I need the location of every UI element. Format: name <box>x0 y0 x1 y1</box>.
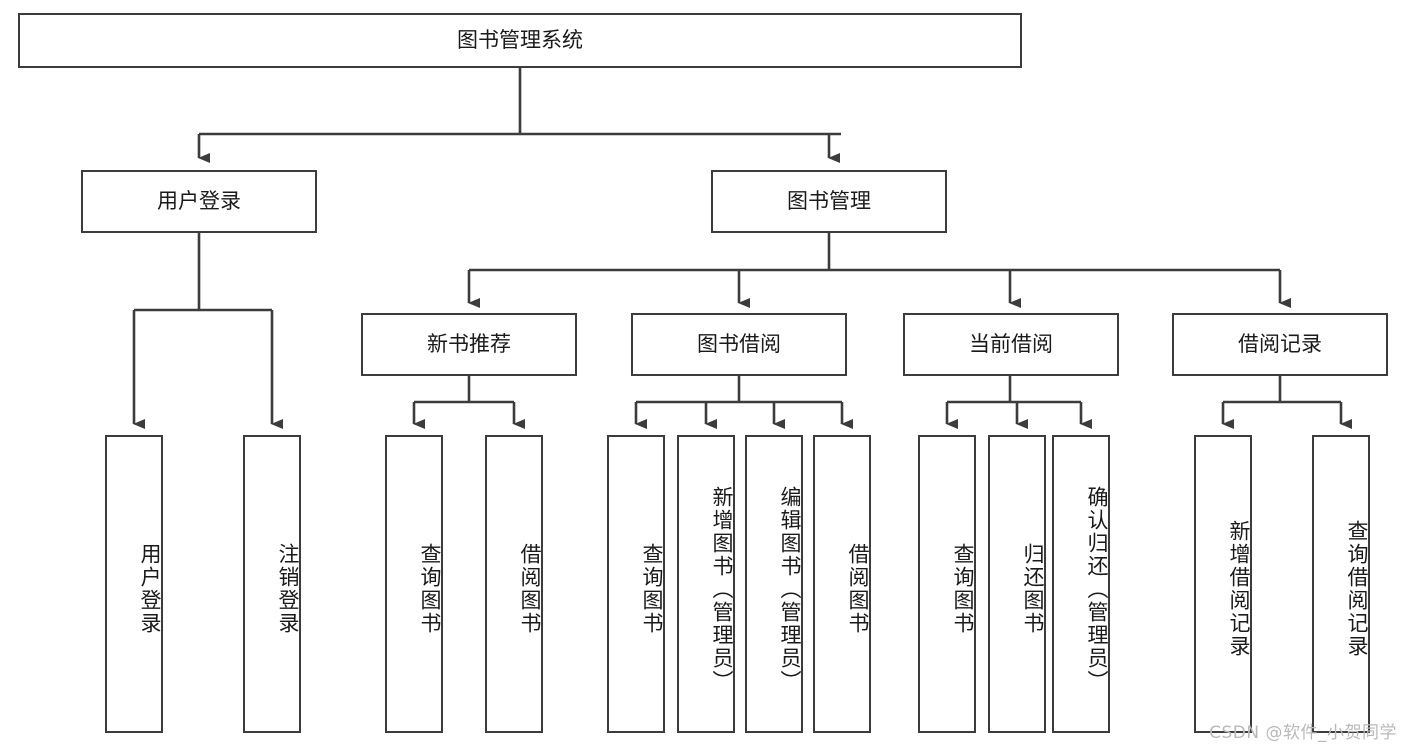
node-root-label: 图书管理系统 <box>457 27 583 52</box>
node-current-borrow-label: 当前借阅 <box>969 331 1053 356</box>
leaf-borrow-book-label: 借阅图书 <box>846 543 870 635</box>
leaf-edit-book-admin[interactable]: 编辑图书（管理员） <box>745 435 803 733</box>
leaf-query-book-current-label: 查询图书 <box>951 543 975 635</box>
leaf-borrow-book-recommend-label: 借阅图书 <box>518 543 542 635</box>
leaf-add-book-admin-label: 新增图书（管理员） <box>710 485 734 693</box>
leaf-query-borrow-record[interactable]: 查询借阅记录 <box>1312 435 1370 733</box>
leaf-query-book-borrow-label: 查询图书 <box>640 543 664 635</box>
leaf-borrow-book[interactable]: 借阅图书 <box>813 435 871 733</box>
leaf-add-borrow-record[interactable]: 新增借阅记录 <box>1194 435 1252 733</box>
leaf-query-book-recommend[interactable]: 查询图书 <box>385 435 443 733</box>
leaf-query-borrow-record-label: 查询借阅记录 <box>1345 520 1369 658</box>
leaf-query-book-borrow[interactable]: 查询图书 <box>607 435 665 733</box>
node-new-book-recommend[interactable]: 新书推荐 <box>361 313 577 376</box>
node-borrow-record[interactable]: 借阅记录 <box>1172 313 1388 376</box>
leaf-logout-label: 注销登录 <box>276 543 300 635</box>
leaf-add-borrow-record-label: 新增借阅记录 <box>1227 520 1251 658</box>
leaf-return-book-label: 归还图书 <box>1021 543 1045 635</box>
node-book-borrow[interactable]: 图书借阅 <box>631 313 847 376</box>
leaf-query-book-recommend-label: 查询图书 <box>418 543 442 635</box>
node-book-manage-label: 图书管理 <box>787 188 871 213</box>
leaf-confirm-return-admin-label: 确认归还（管理员） <box>1085 485 1109 693</box>
leaf-return-book[interactable]: 归还图书 <box>988 435 1046 733</box>
leaf-logout[interactable]: 注销登录 <box>243 435 301 733</box>
node-book-manage[interactable]: 图书管理 <box>711 170 947 233</box>
node-borrow-record-label: 借阅记录 <box>1238 331 1322 356</box>
node-user-login-label: 用户登录 <box>157 188 241 213</box>
leaf-borrow-book-recommend[interactable]: 借阅图书 <box>485 435 543 733</box>
leaf-confirm-return-admin[interactable]: 确认归还（管理员） <box>1052 435 1110 733</box>
leaf-user-login[interactable]: 用户登录 <box>105 435 163 733</box>
leaf-query-book-current[interactable]: 查询图书 <box>918 435 976 733</box>
node-root[interactable]: 图书管理系统 <box>18 13 1022 68</box>
node-book-borrow-label: 图书借阅 <box>697 331 781 356</box>
leaf-add-book-admin[interactable]: 新增图书（管理员） <box>677 435 735 733</box>
leaf-edit-book-admin-label: 编辑图书（管理员） <box>778 485 802 693</box>
watermark: CSDN @软件_小贺同学 <box>1209 723 1397 743</box>
node-new-book-recommend-label: 新书推荐 <box>427 331 511 356</box>
leaf-user-login-label: 用户登录 <box>138 543 162 635</box>
node-current-borrow[interactable]: 当前借阅 <box>903 313 1119 376</box>
node-user-login[interactable]: 用户登录 <box>81 170 317 233</box>
